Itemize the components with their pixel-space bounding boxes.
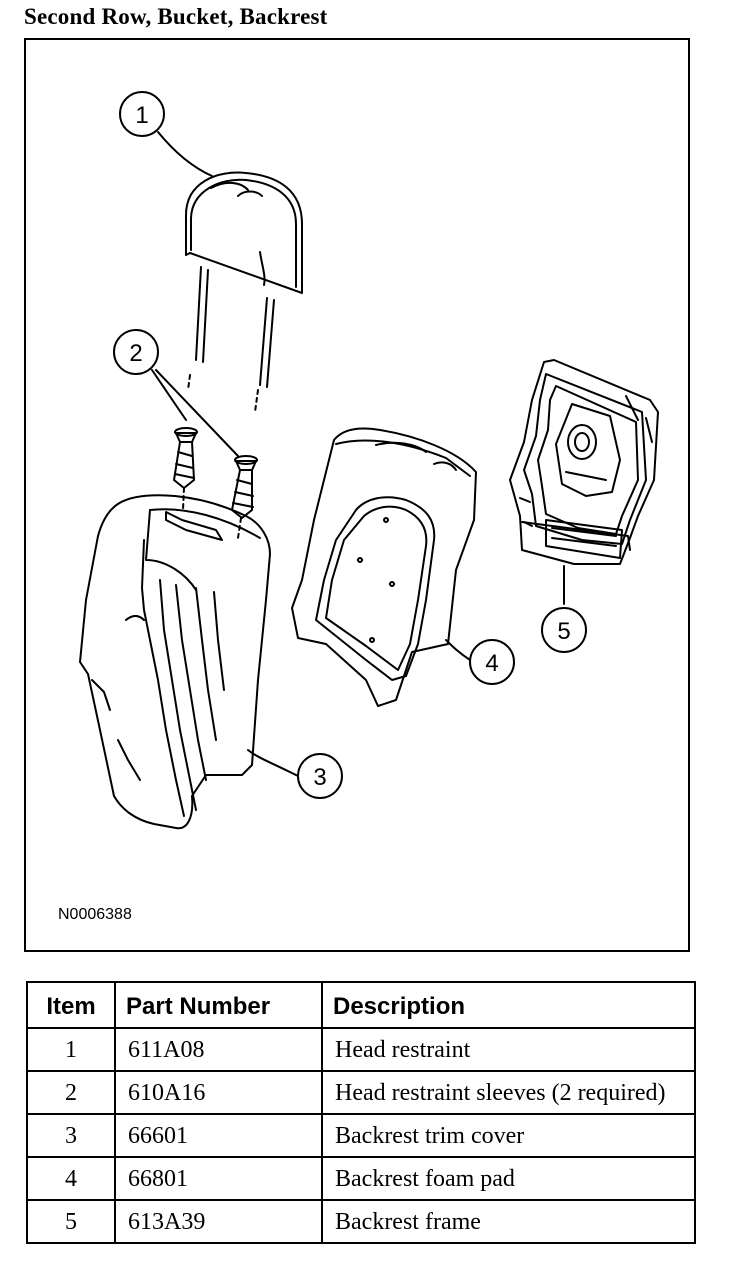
callout-1-circle [119,91,165,137]
description-cell: Backrest trim cover [321,1113,696,1158]
callout-4-circle [469,639,515,685]
parts-table: Item Part Number Description 1 611A08 He… [26,981,696,1244]
part-number-cell: 611A08 [114,1027,323,1072]
figure-id: N0006388 [58,906,132,923]
page-title: Second Row, Bucket, Backrest [24,4,328,29]
callout-5-label: 5 [557,618,570,645]
head-restraint-drawing [185,171,303,413]
item-cell: 1 [26,1027,116,1072]
exploded-view-illustration: 1 2 3 4 5 N0006388 [24,38,690,952]
part-number-cell: 613A39 [114,1199,323,1244]
table-row: 4 66801 Backrest foam pad [26,1156,696,1201]
illustration-canvas: 1 2 3 4 5 [79,91,659,830]
item-cell: 2 [26,1070,116,1115]
backrest-trim-cover-drawing [79,494,271,830]
leader-line-2b [155,369,239,457]
part-number-cell: 66801 [114,1156,323,1201]
description-cell: Backrest frame [321,1199,696,1244]
backrest-foam-pad-drawing [291,427,477,707]
callout-2-label: 2 [129,340,142,367]
table-row: 2 610A16 Head restraint sleeves (2 requi… [26,1070,696,1115]
table-row: 3 66601 Backrest trim cover [26,1113,696,1158]
description-cell: Backrest foam pad [321,1156,696,1201]
head-restraint-sleeves-drawing [173,427,258,539]
callout-5-circle [541,607,587,653]
table-header-row: Item Part Number Description [26,981,696,1029]
item-cell: 5 [26,1199,116,1244]
leader-line-2a [151,369,187,421]
callout-2-circle [113,329,159,375]
item-cell: 3 [26,1113,116,1158]
callout-1-label: 1 [135,102,148,129]
column-header-description: Description [321,981,696,1029]
column-header-part-number: Part Number [114,981,323,1029]
leader-line-4 [445,639,471,661]
item-cell: 4 [26,1156,116,1201]
description-cell: Head restraint [321,1027,696,1072]
callout-3-circle [297,753,343,799]
callout-4-label: 4 [485,650,498,677]
description-cell: Head restraint sleeves (2 required) [321,1070,696,1115]
part-number-cell: 610A16 [114,1070,323,1115]
column-header-item: Item [26,981,116,1029]
callout-3-label: 3 [313,764,326,791]
part-number-cell: 66601 [114,1113,323,1158]
backrest-frame-drawing [509,359,659,565]
table-row: 5 613A39 Backrest frame [26,1199,696,1244]
leader-line-3 [247,749,299,777]
leader-line-1 [157,131,213,177]
table-row: 1 611A08 Head restraint [26,1027,696,1072]
